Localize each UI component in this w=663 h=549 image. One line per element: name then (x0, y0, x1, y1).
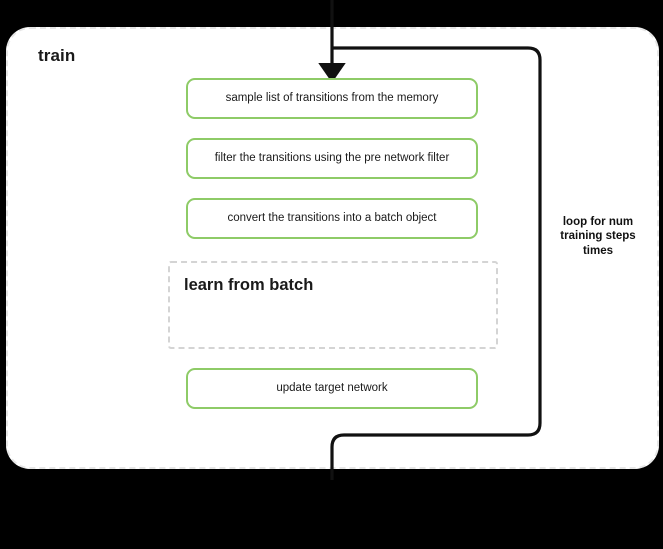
step-label: sample list of transitions from the memo… (225, 91, 439, 104)
group-learn-from-batch[interactable]: learn from batch (168, 261, 498, 349)
group-title: learn from batch (184, 276, 314, 294)
page-title: train (38, 46, 76, 65)
step-filter-transitions[interactable]: filter the transitions using the pre net… (186, 138, 478, 179)
step-sample-list-of-transitions[interactable]: sample list of transitions from the memo… (186, 78, 478, 119)
loop-annotation-label: loop for num training steps times (560, 216, 636, 257)
step-update-target-network[interactable]: update target network (186, 368, 478, 409)
step-label: update target network (276, 381, 388, 394)
step-convert-transitions-to-batch[interactable]: convert the transitions into a batch obj… (186, 198, 478, 239)
step-label: filter the transitions using the pre net… (214, 151, 450, 164)
step-label: convert the transitions into a batch obj… (227, 211, 437, 224)
